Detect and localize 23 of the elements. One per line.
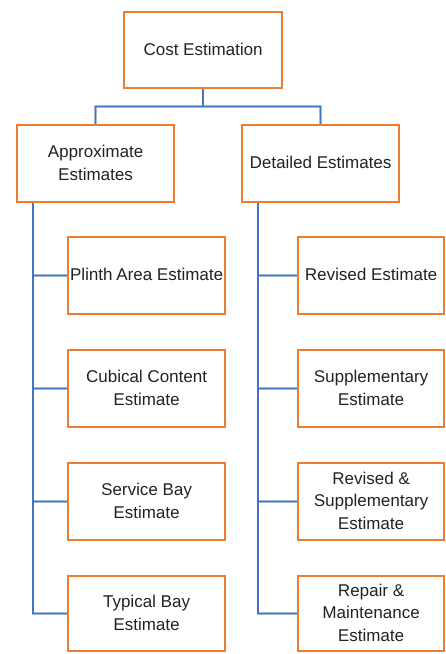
estimate-box [297, 575, 445, 652]
estimate-box [297, 462, 445, 541]
box-label: Cubical Content Estimate [85, 366, 208, 410]
box-label: Service Bay Estimate [100, 479, 193, 524]
box-label: Detailed Estimates [250, 152, 392, 174]
box-label: Cost Estimation [143, 38, 263, 61]
box-label: Typical Bay Estimate [102, 591, 191, 636]
box-label: Supplementary Estimate [312, 366, 430, 410]
estimate-box [123, 11, 283, 89]
estimate-box [16, 124, 175, 203]
estimate-box [297, 349, 445, 428]
estimate-box [67, 236, 226, 315]
estimate-box [241, 124, 400, 203]
box-label: Plinth Area Estimate [70, 264, 224, 286]
estimate-box [67, 349, 226, 428]
estimate-box [67, 575, 226, 652]
estimate-box [297, 236, 445, 315]
connector-line [202, 89, 322, 124]
box-label: Repair & Maintenance Estimate [321, 580, 421, 647]
box-label: Revised & Supplementary Estimate [312, 468, 430, 535]
box-label: Revised Estimate [304, 264, 438, 286]
box-label: Approximate Estimates [46, 141, 144, 186]
estimate-box [67, 462, 226, 541]
